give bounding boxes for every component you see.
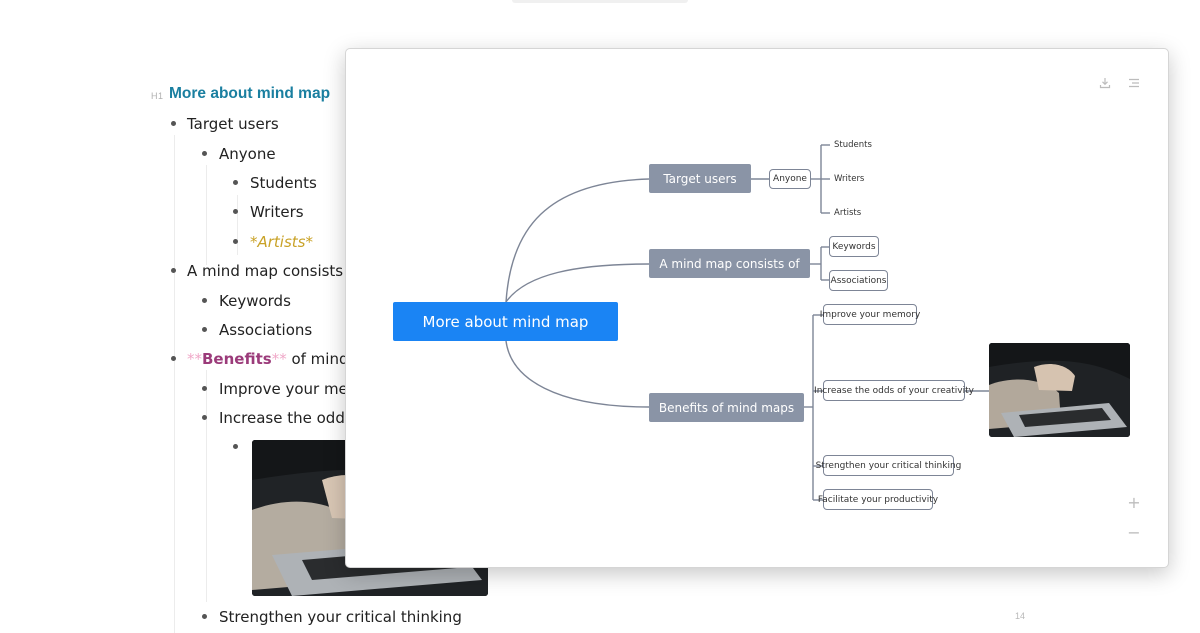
list-item[interactable]: Keywords [219, 292, 291, 310]
page-heading[interactable]: More about mind map [169, 85, 331, 102]
markdown-bold-marker: ** [271, 350, 287, 368]
mindmap-node-anyone[interactable]: Anyone [769, 169, 811, 189]
bullet[interactable] [202, 151, 207, 156]
list-item[interactable]: Anyone [219, 145, 276, 163]
mindmap-branch-target-users[interactable]: Target users [649, 164, 751, 193]
download-icon[interactable] [1097, 75, 1113, 91]
bullet[interactable] [202, 614, 207, 619]
bullet[interactable] [171, 121, 176, 126]
mindmap-branch-benefits[interactable]: Benefits of mind maps [649, 393, 804, 422]
bullet[interactable] [202, 386, 207, 391]
top-drag-hint [512, 0, 688, 3]
zoom-in-button[interactable]: + [1127, 493, 1141, 512]
bullet[interactable] [171, 356, 176, 361]
indent-guide [206, 370, 207, 602]
mindmap-leaf-students[interactable]: Students [834, 140, 872, 150]
mindmap-node-associations[interactable]: Associations [829, 270, 888, 291]
mindmap-root-node[interactable]: More about mind map [393, 302, 618, 341]
bullet[interactable] [233, 209, 238, 214]
mindmap-node-keywords[interactable]: Keywords [829, 236, 879, 257]
mindmap-branch-consists[interactable]: A mind map consists of [649, 249, 810, 278]
zoom-out-button[interactable]: − [1127, 523, 1141, 542]
list-item-artists[interactable]: *Artists* [250, 233, 313, 251]
bullet[interactable] [233, 444, 238, 449]
page-number: 14 [1015, 611, 1026, 621]
list-item-benefits[interactable]: **Benefits** of mind m [187, 350, 368, 368]
mindmap-node-memory[interactable]: Improve your memory [820, 304, 920, 325]
mindmap-leaf-artists[interactable]: Artists [834, 208, 862, 218]
bullet[interactable] [202, 415, 207, 420]
list-icon[interactable] [1126, 75, 1142, 91]
bullet[interactable] [171, 268, 176, 273]
list-item[interactable]: Increase the odds o [219, 409, 367, 427]
bullet[interactable] [202, 327, 207, 332]
list-item[interactable]: A mind map consists of [187, 262, 363, 280]
list-item[interactable]: Associations [219, 321, 313, 339]
heading-level-tag: H1 [151, 91, 164, 101]
markdown-bold-marker: ** [187, 350, 202, 368]
mindmap-leaf-writers[interactable]: Writers [834, 174, 865, 184]
mindmap-node-critical[interactable]: Strengthen your critical thinking [816, 455, 961, 476]
mindmap-node-productivity[interactable]: Facilitate your productivity [818, 489, 938, 510]
list-item[interactable]: Strengthen your critical thinking [219, 608, 462, 626]
list-item[interactable]: Improve your mem [219, 380, 363, 398]
indent-guide [237, 195, 238, 255]
benefits-word: Benefits [202, 350, 272, 368]
list-item[interactable]: Writers [250, 203, 304, 221]
indent-guide [206, 165, 207, 265]
mindmap-preview-panel[interactable]: + − [345, 48, 1169, 568]
mindmap-laptop-image[interactable] [989, 343, 1130, 437]
mindmap-node-creativity[interactable]: Increase the odds of your creativity [814, 380, 974, 401]
bullet[interactable] [233, 239, 238, 244]
mindmap-connectors [505, 144, 989, 501]
list-item[interactable]: Students [250, 174, 317, 192]
list-item[interactable]: Target users [187, 115, 279, 133]
bullet[interactable] [233, 180, 238, 185]
bullet[interactable] [202, 298, 207, 303]
indent-guide [174, 135, 175, 633]
